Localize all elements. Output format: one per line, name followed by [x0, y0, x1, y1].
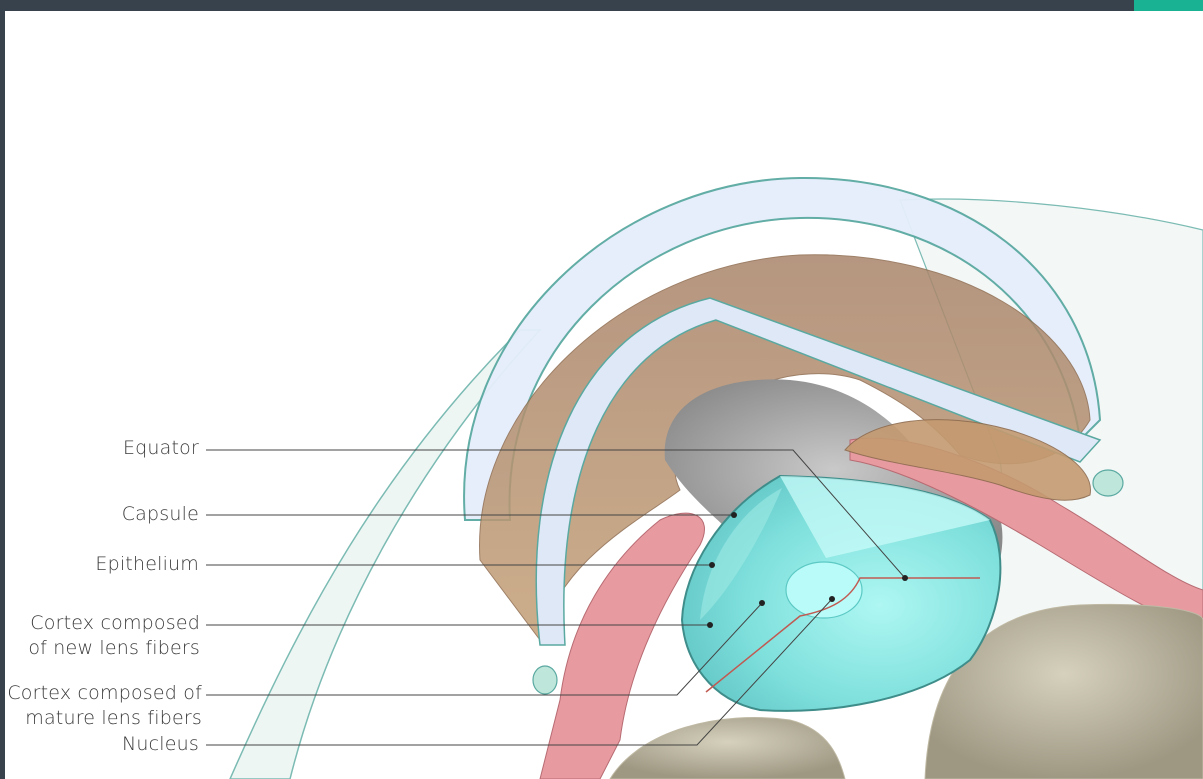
leader-equator: [206, 449, 906, 579]
dot-epithelium: [709, 562, 715, 568]
top-bar: [0, 0, 1203, 11]
dot-equator: [902, 575, 908, 581]
dot-cortex-mature: [759, 600, 765, 606]
vitreous-left: [609, 717, 846, 779]
ciliary-body-left: [539, 512, 705, 779]
canal-right: [1092, 469, 1124, 497]
label-equator: Equator: [122, 437, 199, 459]
top-bar-accent: [1134, 0, 1203, 11]
left-edge-bar: [0, 11, 5, 779]
dot-capsule: [731, 512, 737, 518]
leader-cortex-mature: [206, 602, 763, 696]
lens-cut-face: [780, 476, 990, 558]
label-nucleus: Nucleus: [121, 733, 199, 755]
cornea: [463, 176, 1102, 521]
dot-nucleus: [829, 596, 835, 602]
anterior-band: [535, 297, 1102, 646]
iris-right: [844, 419, 1091, 501]
fiber-line: [705, 577, 980, 693]
leader-dots: [707, 512, 908, 628]
label-cortex-mature: Cortex composed of mature lens fibers: [7, 682, 202, 729]
canal-left: [532, 665, 558, 695]
vitreous-right: [924, 603, 1203, 779]
label-epithelium: Epithelium: [95, 553, 199, 575]
label-cortex-new: Cortex composed of new lens fibers: [28, 612, 200, 659]
lens-inner-layer: [700, 488, 782, 620]
label-capsule: Capsule: [121, 503, 199, 525]
dot-cortex-new: [707, 622, 713, 628]
leader-lines: [206, 449, 906, 746]
leader-nucleus: [206, 598, 833, 746]
lens-nucleus: [785, 561, 863, 619]
